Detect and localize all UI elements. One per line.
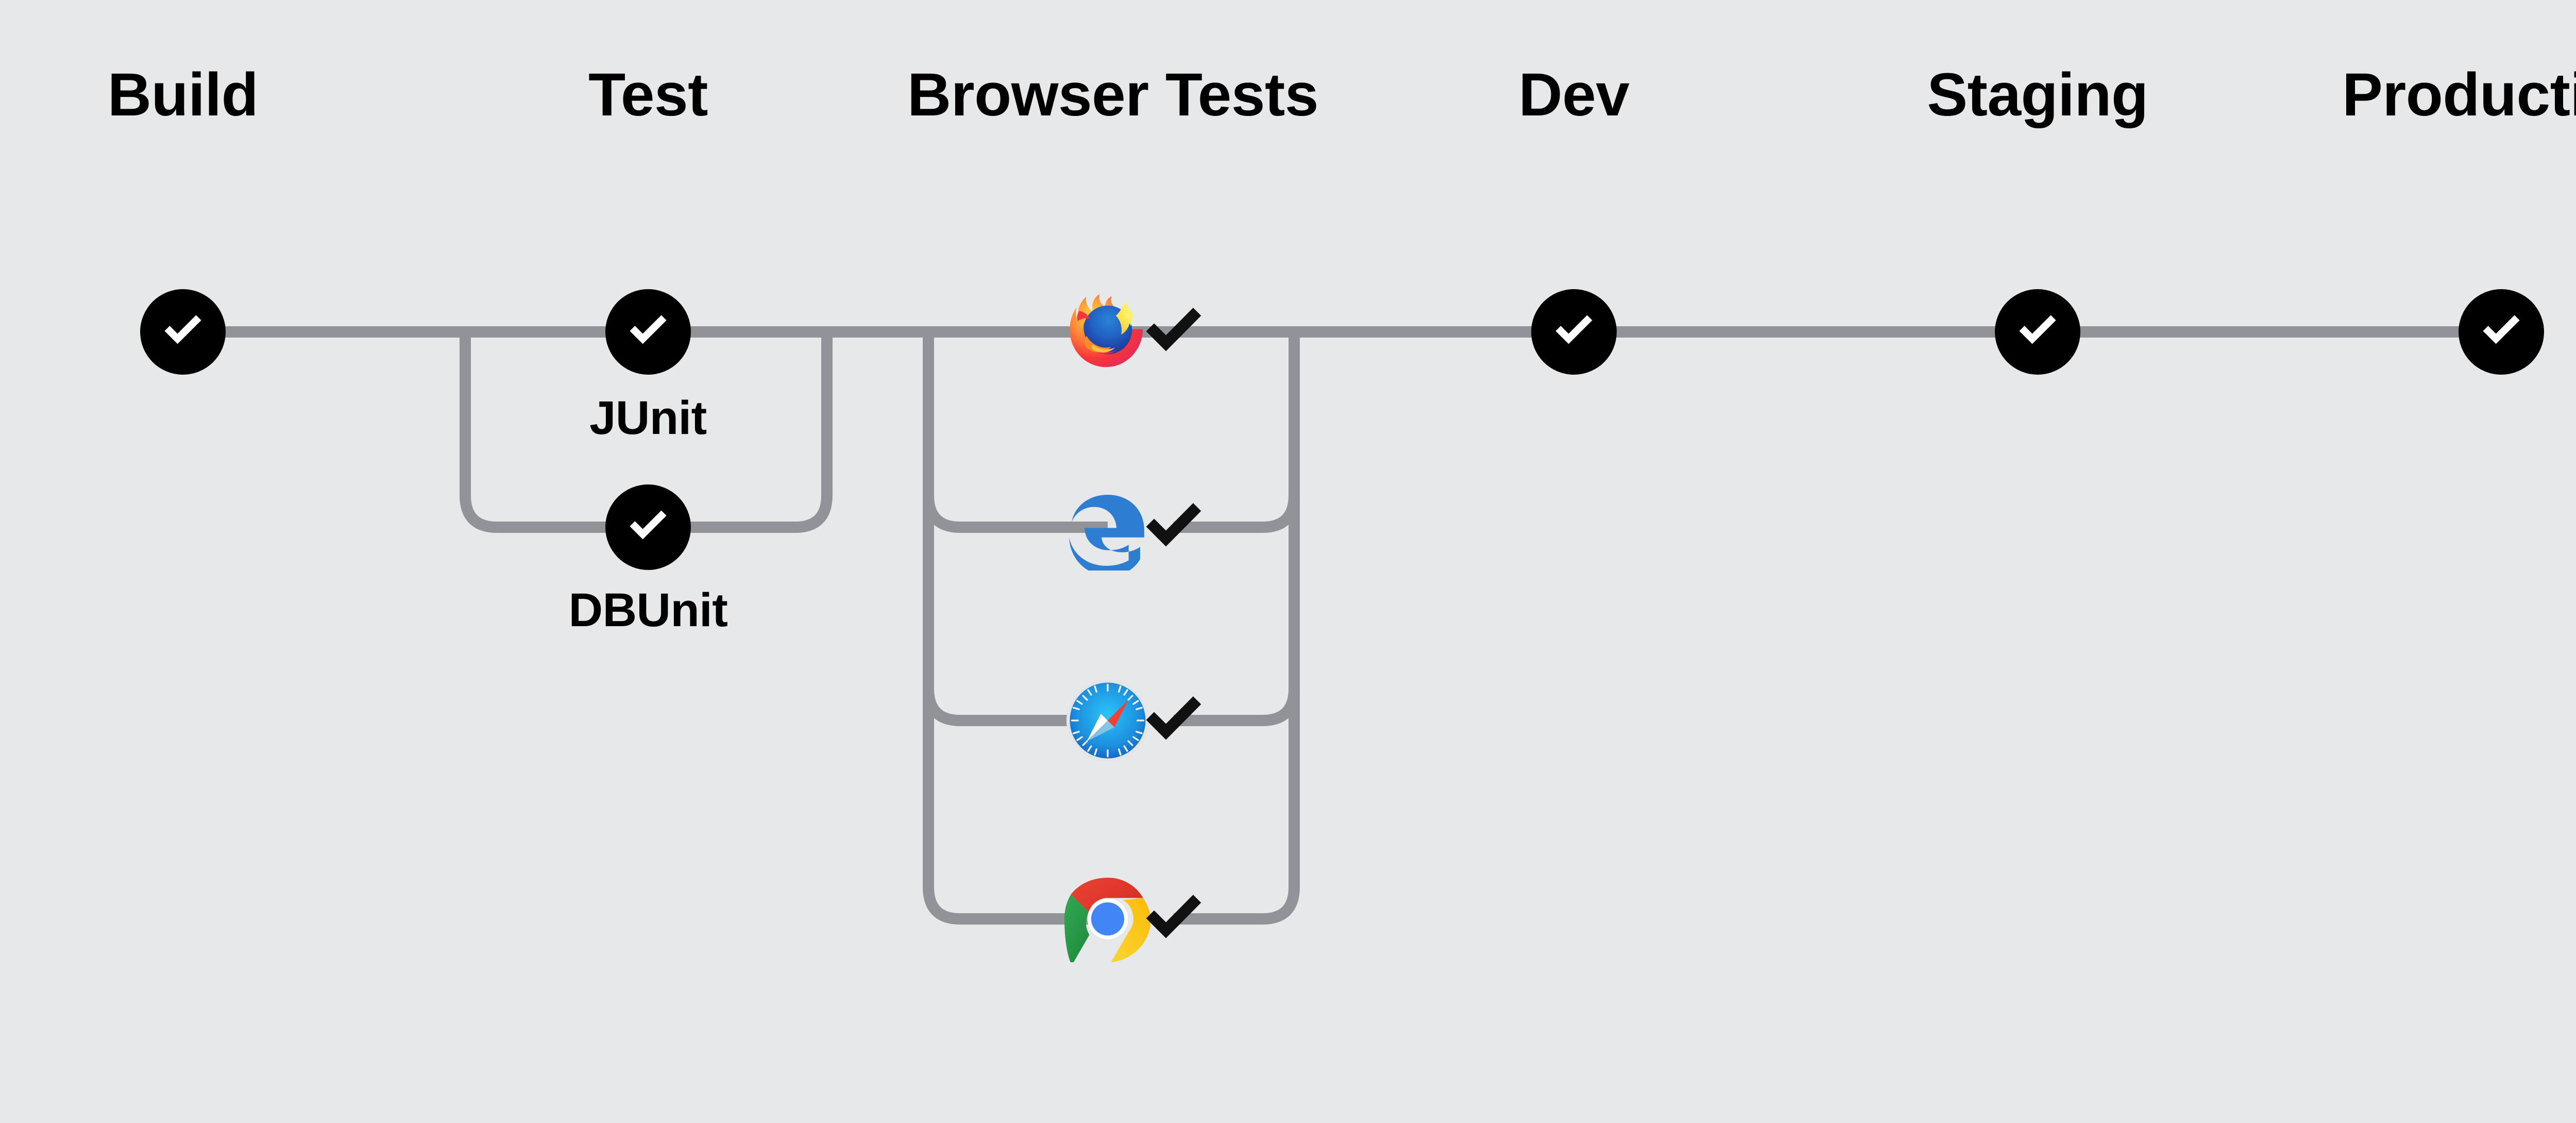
- job-label-dbunit: DBUnit: [568, 584, 728, 636]
- wire-test-branch-right: [648, 332, 833, 533]
- wire-browser-row-edge-right: [1174, 495, 1300, 533]
- firefox-icon[interactable]: [1064, 289, 1151, 375]
- wire-browser-trunk-left: [923, 332, 1108, 925]
- check-icon: [1555, 315, 1592, 344]
- safari-icon[interactable]: [1064, 677, 1151, 764]
- check-icon-edge: [1141, 494, 1207, 560]
- check-icon: [164, 315, 201, 344]
- chrome-icon[interactable]: [1064, 876, 1151, 962]
- stage-node-dbunit[interactable]: [605, 484, 691, 570]
- stage-node-dev[interactable]: [1531, 289, 1617, 375]
- stage-node-production[interactable]: [2459, 289, 2544, 375]
- check-icon-firefox: [1141, 299, 1207, 365]
- stage-node-staging[interactable]: [1995, 289, 2080, 375]
- check-icon-chrome: [1141, 886, 1207, 952]
- check-icon: [630, 315, 667, 344]
- wire-test-branch-left: [460, 332, 648, 533]
- stage-label-dev: Dev: [1518, 61, 1630, 129]
- edge-icon[interactable]: [1064, 484, 1151, 571]
- stage-node-build[interactable]: [140, 289, 226, 375]
- wire-browser-trunk-right: [1174, 332, 1300, 925]
- stage-label-test: Test: [588, 61, 708, 129]
- wire-browser-row-edge-left: [923, 495, 1108, 533]
- stage-label-build: Build: [107, 61, 259, 129]
- stage-node-test[interactable]: [605, 289, 691, 375]
- check-icon: [2019, 315, 2056, 344]
- job-label-junit: JUnit: [589, 392, 707, 444]
- wire-browser-row-safari-right: [1174, 688, 1300, 726]
- stage-label-production: Production: [2342, 61, 2576, 129]
- wire-browser-row-safari-left: [923, 688, 1108, 726]
- stage-label-staging: Staging: [1927, 61, 2148, 129]
- check-icon: [630, 510, 667, 540]
- check-icon-safari: [1141, 688, 1207, 753]
- check-icon: [2483, 315, 2520, 344]
- stage-label-browser-tests: Browser Tests: [907, 61, 1318, 129]
